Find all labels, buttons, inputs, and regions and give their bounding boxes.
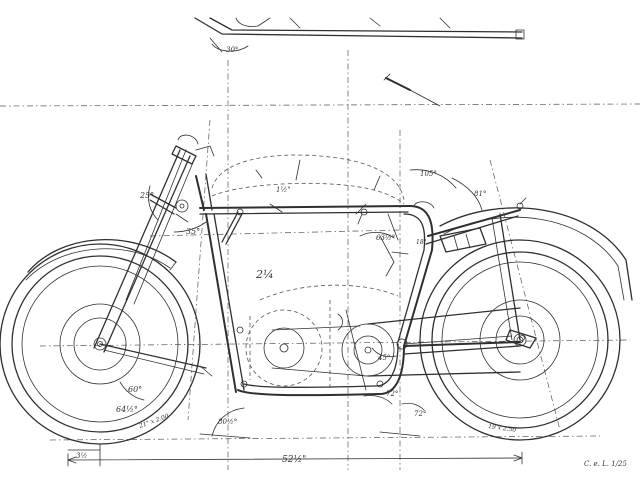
dimension-wheelbase: 52½" bbox=[282, 454, 306, 465]
center-mark-note: 2¼ bbox=[255, 268, 274, 281]
angle-front-small: 64½° bbox=[116, 405, 138, 414]
front-tyre-note: 21" x 2.00 bbox=[137, 413, 170, 431]
rear-brake-arm bbox=[403, 329, 537, 349]
angle-bottom-left: 80½° bbox=[218, 418, 237, 426]
angle-fork-left: 25° bbox=[139, 191, 154, 200]
rear-wheel bbox=[419, 239, 621, 441]
angle-bottom-right: 72° bbox=[414, 410, 426, 418]
loose-bolt-sketch bbox=[383, 73, 441, 107]
angle-bottom-mid: 72° bbox=[386, 390, 398, 398]
front-fork bbox=[93, 134, 215, 353]
saddle-mount bbox=[357, 213, 409, 277]
angle-arcs bbox=[119, 169, 483, 437]
fuel-tank: 1½" bbox=[211, 154, 435, 209]
angle-seat-tube: 18° bbox=[416, 239, 427, 246]
drawing-signature: C. e. L. 1/25 bbox=[584, 460, 628, 468]
tank-note: 1½" bbox=[276, 186, 290, 194]
drawing-notes: 2¼ 21" x 2.00 19 x 2.50 bbox=[137, 268, 516, 434]
front-brake-rod bbox=[99, 343, 213, 377]
angle-labels: 25° 35° 105° 81° 63½° 18° 45° 60° 64½° 8… bbox=[116, 170, 486, 426]
angle-footrest: 45° bbox=[377, 354, 390, 362]
drive-chain bbox=[271, 307, 521, 377]
angle-top-inset: 30° bbox=[226, 46, 238, 54]
construction-lines bbox=[0, 50, 640, 470]
angle-seat-stay: 81° bbox=[474, 190, 486, 198]
frame-main bbox=[195, 173, 524, 397]
dimension-front-offset: 3½ bbox=[76, 452, 87, 460]
rear-tyre-note: 19 x 2.50 bbox=[488, 423, 517, 434]
front-mudguard bbox=[25, 239, 177, 281]
dimension-lines: 52½" 3½ bbox=[67, 431, 523, 467]
angle-trail: 60° bbox=[128, 385, 142, 394]
angle-head-lower: 35° bbox=[186, 227, 200, 236]
engine-outline bbox=[245, 284, 399, 391]
angle-tank-rear: 105° bbox=[420, 170, 437, 178]
angle-seat: 63½° bbox=[376, 234, 395, 242]
top-inset-detail: 30° bbox=[194, 17, 525, 54]
